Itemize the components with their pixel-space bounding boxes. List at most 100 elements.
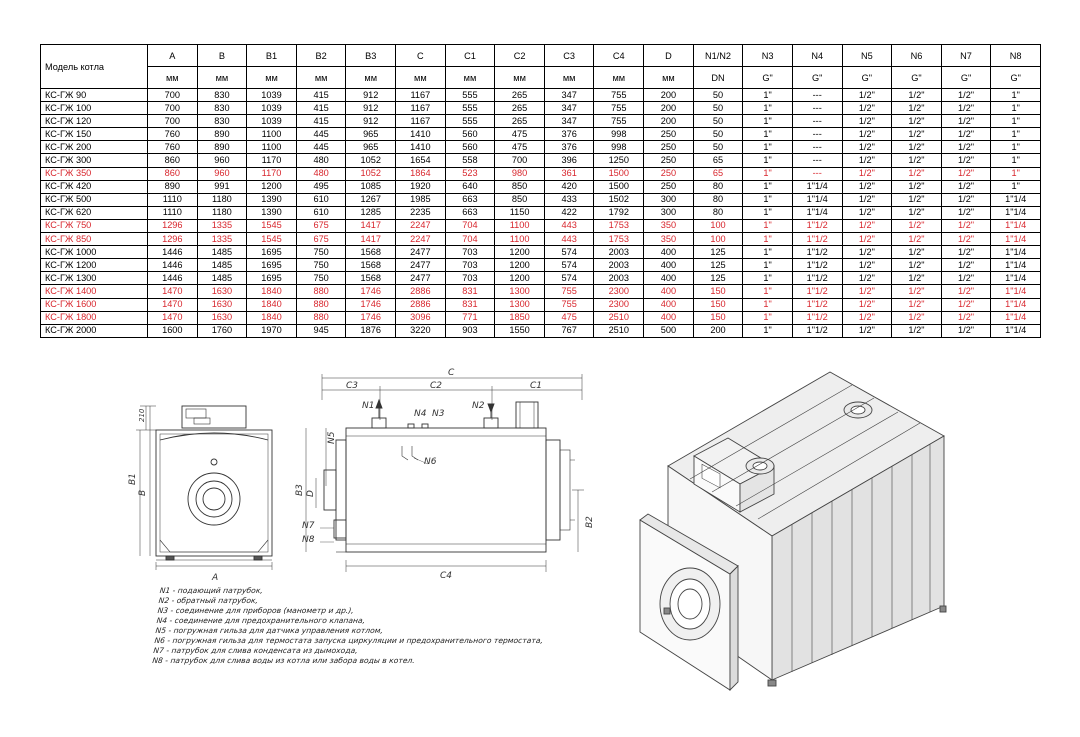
boiler-drawings: A B B1 210 xyxy=(128,368,947,692)
legend-item: N2 - обратный патрубок, xyxy=(158,596,259,605)
value-cell: 1"1/2 xyxy=(791,232,843,247)
value-cell: 1/2" xyxy=(940,153,992,168)
value-cell: 1/2" xyxy=(940,206,992,220)
value-cell: 1110 xyxy=(147,206,198,220)
value-cell: 555 xyxy=(444,114,496,129)
value-cell: 300 xyxy=(643,193,694,207)
column-header: D xyxy=(643,44,694,67)
column-unit: мм xyxy=(643,66,694,89)
value-cell: 350 xyxy=(643,232,694,247)
value-cell: 1864 xyxy=(395,167,446,181)
value-cell: 50 xyxy=(692,140,744,155)
value-cell: 100 xyxy=(692,232,744,247)
value-cell: 265 xyxy=(494,88,545,103)
value-cell: 574 xyxy=(543,258,595,273)
value-cell: 150 xyxy=(692,298,744,312)
value-cell: 700 xyxy=(147,88,198,103)
dim-label-210: 210 xyxy=(138,408,146,422)
value-cell: 880 xyxy=(295,298,347,312)
front-view-drawing xyxy=(136,405,273,570)
model-cell: КС-ГЖ 850 xyxy=(40,232,148,247)
value-cell: 1" xyxy=(742,245,793,260)
value-cell: 1/2" xyxy=(841,193,893,207)
value-cell: 1085 xyxy=(345,180,397,194)
model-cell: КС-ГЖ 1300 xyxy=(40,271,148,286)
value-cell: 422 xyxy=(543,206,595,220)
value-cell: 3096 xyxy=(395,311,446,325)
model-cell: КС-ГЖ 620 xyxy=(40,206,148,220)
column-header: C4 xyxy=(593,44,645,67)
value-cell: 755 xyxy=(543,284,595,299)
value-cell: 755 xyxy=(593,88,645,103)
value-cell: 475 xyxy=(543,311,595,325)
value-cell: 1"1/4 xyxy=(990,193,1041,207)
dim-label-c3: C3 xyxy=(346,381,358,391)
value-cell: 960 xyxy=(196,153,248,168)
value-cell: 1/2" xyxy=(841,232,893,247)
value-cell: 1200 xyxy=(494,271,545,286)
value-cell: 80 xyxy=(692,193,744,207)
value-cell: 1410 xyxy=(395,127,446,142)
value-cell: 1200 xyxy=(246,180,297,194)
column-unit: мм xyxy=(196,66,248,89)
legend-item: N6 - погружная гильза для термостата зап… xyxy=(154,636,544,645)
column-header: N3 xyxy=(742,44,793,67)
column-unit: G" xyxy=(940,66,992,89)
value-cell: 1" xyxy=(742,206,793,220)
value-cell: 1167 xyxy=(395,114,446,129)
value-cell: 1/2" xyxy=(940,324,992,338)
model-cell: КС-ГЖ 150 xyxy=(40,127,148,142)
value-cell: 1296 xyxy=(147,219,198,234)
value-cell: 400 xyxy=(643,245,694,260)
value-cell: 1/2" xyxy=(841,101,893,116)
value-cell: 1470 xyxy=(147,284,198,299)
value-cell: 1"1/4 xyxy=(990,324,1041,338)
value-cell: 2003 xyxy=(593,258,645,273)
value-cell: 560 xyxy=(444,127,496,142)
value-cell: 523 xyxy=(444,167,496,181)
column-header: B xyxy=(196,44,248,67)
value-cell: 1300 xyxy=(494,298,545,312)
label-n6: N6 xyxy=(424,457,437,467)
value-cell: 1568 xyxy=(345,245,397,260)
value-cell: 350 xyxy=(643,219,694,234)
value-cell: 445 xyxy=(295,140,347,155)
value-cell: 1250 xyxy=(593,153,645,168)
value-cell: 1/2" xyxy=(891,180,942,194)
value-cell: 376 xyxy=(543,140,595,155)
value-cell: 1"1/4 xyxy=(791,193,843,207)
value-cell: 703 xyxy=(444,245,496,260)
value-cell: 443 xyxy=(543,219,595,234)
value-cell: 1695 xyxy=(246,271,297,286)
value-cell: 2477 xyxy=(395,245,446,260)
column-unit: мм xyxy=(246,66,297,89)
value-cell: 1/2" xyxy=(891,271,942,286)
column-unit: мм xyxy=(494,66,545,89)
value-cell: 1840 xyxy=(246,311,297,325)
value-cell: 347 xyxy=(543,114,595,129)
value-cell: 1" xyxy=(742,258,793,273)
value-cell: 361 xyxy=(543,167,595,181)
column-header: N6 xyxy=(891,44,942,67)
value-cell: 1052 xyxy=(345,153,397,168)
value-cell: 1200 xyxy=(494,245,545,260)
dim-label-d: D xyxy=(306,490,316,497)
model-cell: КС-ГЖ 350 xyxy=(40,167,148,181)
value-cell: 1335 xyxy=(196,232,248,247)
value-cell: 1/2" xyxy=(841,127,893,142)
value-cell: 1446 xyxy=(147,258,198,273)
legend-item: N3 - соединение для приборов (манометр и… xyxy=(157,606,355,615)
legend-item: N1 - подающий патрубок, xyxy=(159,586,264,595)
value-cell: 1/2" xyxy=(940,298,992,312)
value-cell: 400 xyxy=(643,284,694,299)
value-cell: 1" xyxy=(990,167,1041,181)
value-cell: 903 xyxy=(444,324,496,338)
value-cell: 1170 xyxy=(246,167,297,181)
